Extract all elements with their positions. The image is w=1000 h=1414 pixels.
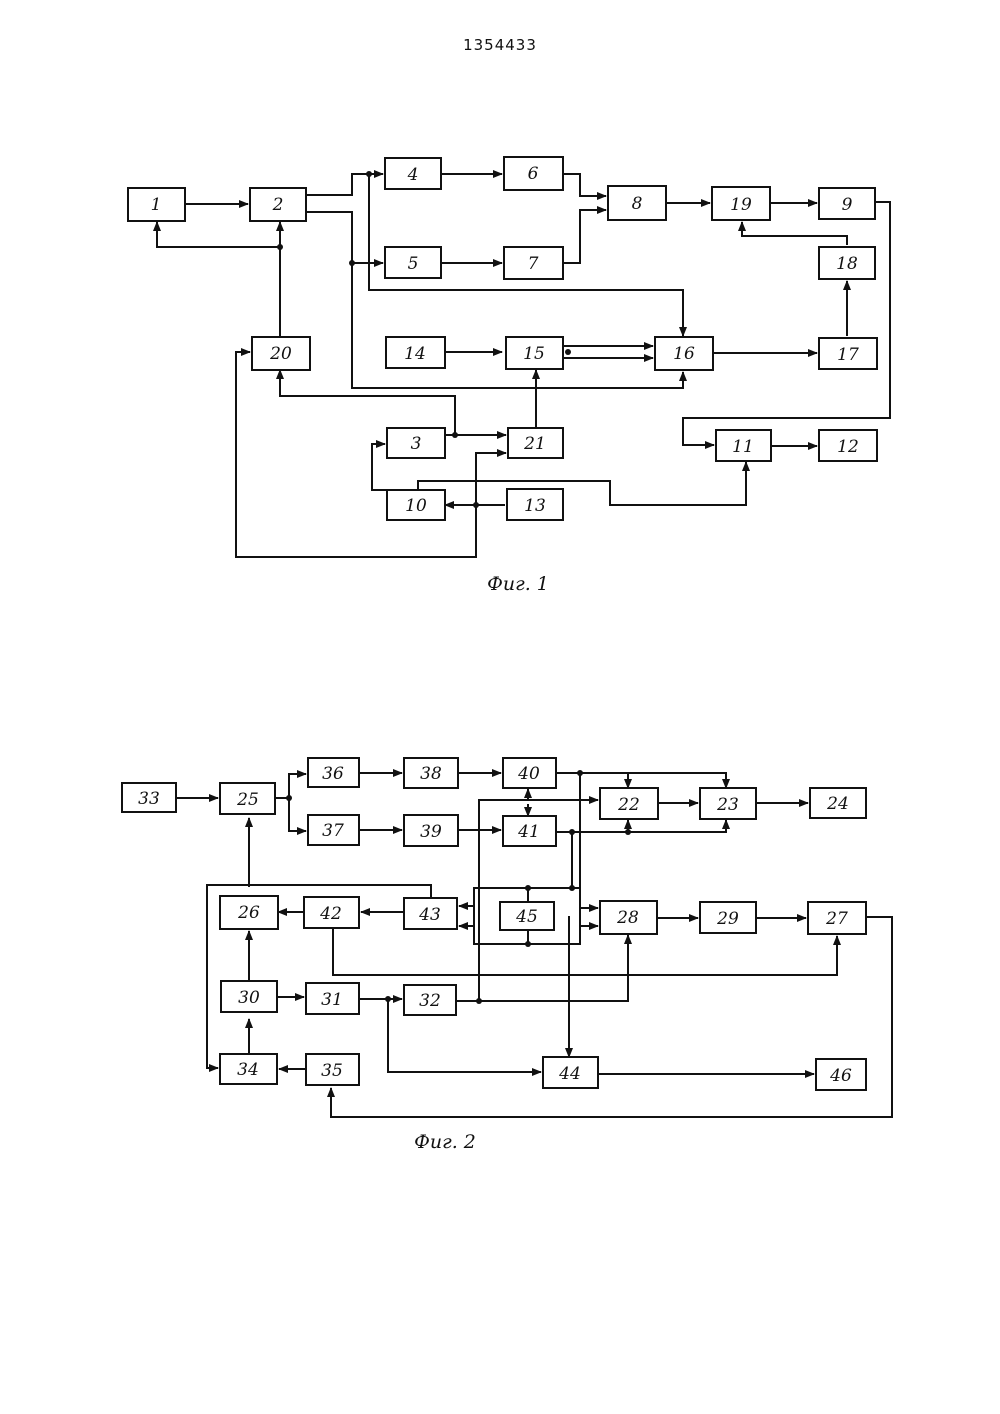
block-17: 17 bbox=[819, 338, 877, 369]
block-42: 42 bbox=[304, 897, 359, 928]
svg-text:4: 4 bbox=[407, 165, 419, 185]
svg-text:24: 24 bbox=[826, 794, 849, 814]
svg-text:30: 30 bbox=[238, 988, 260, 1008]
block-43: 43 bbox=[404, 898, 457, 929]
block-44: 44 bbox=[543, 1057, 598, 1088]
block-19: 19 bbox=[712, 187, 770, 220]
block-32: 32 bbox=[404, 985, 456, 1015]
block-12: 12 bbox=[819, 430, 877, 461]
block-23: 23 bbox=[700, 788, 756, 819]
svg-text:46: 46 bbox=[829, 1066, 852, 1086]
svg-text:40: 40 bbox=[517, 764, 540, 784]
svg-text:18: 18 bbox=[836, 254, 858, 274]
block-1: 1 bbox=[128, 188, 185, 221]
svg-text:43: 43 bbox=[418, 905, 441, 925]
svg-text:36: 36 bbox=[322, 764, 344, 784]
svg-text:3: 3 bbox=[411, 434, 422, 454]
block-11: 11 bbox=[716, 430, 771, 461]
svg-text:16: 16 bbox=[673, 344, 695, 364]
svg-text:15: 15 bbox=[523, 344, 545, 364]
figure-2-caption: Фиг. 2 bbox=[414, 1131, 476, 1153]
block-26: 26 bbox=[220, 896, 278, 929]
block-7: 7 bbox=[504, 247, 563, 279]
svg-text:17: 17 bbox=[837, 345, 859, 365]
block-36: 36 bbox=[308, 758, 359, 787]
block-5: 5 bbox=[385, 247, 441, 278]
block-28: 28 bbox=[600, 901, 657, 934]
block-14: 14 bbox=[386, 337, 445, 368]
block-35: 35 bbox=[306, 1054, 359, 1085]
block-22: 22 bbox=[600, 788, 658, 819]
block-9: 9 bbox=[819, 188, 875, 219]
block-34: 34 bbox=[220, 1054, 277, 1084]
svg-text:37: 37 bbox=[322, 821, 344, 841]
svg-text:29: 29 bbox=[716, 909, 739, 929]
svg-text:7: 7 bbox=[528, 254, 539, 274]
svg-text:34: 34 bbox=[237, 1060, 259, 1080]
block-39: 39 bbox=[404, 815, 458, 846]
block-21: 21 bbox=[508, 428, 563, 458]
svg-text:41: 41 bbox=[517, 822, 540, 842]
block-2: 2 bbox=[250, 188, 306, 221]
block-37: 37 bbox=[308, 815, 359, 845]
svg-text:13: 13 bbox=[524, 496, 546, 516]
svg-text:10: 10 bbox=[405, 496, 427, 516]
svg-text:42: 42 bbox=[319, 904, 342, 924]
block-3: 3 bbox=[387, 428, 445, 458]
block-13: 13 bbox=[507, 489, 563, 520]
block-30: 30 bbox=[221, 981, 277, 1012]
block-29: 29 bbox=[700, 902, 756, 933]
svg-text:22: 22 bbox=[617, 795, 640, 815]
block-38: 38 bbox=[404, 758, 458, 788]
svg-text:45: 45 bbox=[515, 907, 538, 927]
figure-1-caption: Фиг. 1 bbox=[487, 573, 549, 595]
block-20: 20 bbox=[252, 337, 310, 370]
block-6: 6 bbox=[504, 157, 563, 190]
svg-text:20: 20 bbox=[269, 344, 292, 364]
svg-text:6: 6 bbox=[528, 164, 539, 184]
svg-text:23: 23 bbox=[716, 795, 739, 815]
svg-text:35: 35 bbox=[321, 1061, 343, 1081]
block-18: 18 bbox=[819, 247, 875, 279]
block-10: 10 bbox=[387, 490, 445, 520]
svg-text:19: 19 bbox=[730, 195, 752, 215]
svg-text:12: 12 bbox=[837, 437, 859, 457]
block-27: 27 bbox=[808, 902, 866, 934]
svg-text:27: 27 bbox=[825, 909, 848, 929]
block-25: 25 bbox=[220, 783, 275, 814]
block-33: 33 bbox=[122, 783, 176, 812]
svg-text:8: 8 bbox=[632, 194, 643, 214]
svg-text:26: 26 bbox=[237, 903, 260, 923]
svg-text:31: 31 bbox=[321, 990, 343, 1010]
svg-text:2: 2 bbox=[272, 195, 284, 215]
svg-text:21: 21 bbox=[523, 434, 546, 454]
svg-text:44: 44 bbox=[558, 1064, 581, 1084]
svg-text:25: 25 bbox=[236, 790, 259, 810]
block-40: 40 bbox=[503, 758, 556, 788]
svg-text:28: 28 bbox=[616, 908, 639, 928]
svg-text:1: 1 bbox=[151, 195, 162, 215]
svg-text:9: 9 bbox=[842, 195, 853, 215]
block-8: 8 bbox=[608, 186, 666, 220]
block-15: 15 bbox=[506, 337, 563, 369]
block-24: 24 bbox=[810, 788, 866, 818]
svg-text:32: 32 bbox=[419, 991, 441, 1011]
svg-text:38: 38 bbox=[420, 764, 442, 784]
block-45: 45 bbox=[500, 902, 554, 930]
figure-2: 22 23 24 25 26 27 28 29 30 31 32 33 34 3… bbox=[122, 758, 892, 1153]
block-31: 31 bbox=[306, 983, 359, 1014]
svg-text:33: 33 bbox=[138, 789, 160, 809]
block-4: 4 bbox=[385, 158, 441, 189]
svg-text:11: 11 bbox=[732, 437, 754, 457]
svg-text:39: 39 bbox=[420, 822, 442, 842]
svg-text:14: 14 bbox=[404, 344, 426, 364]
block-41: 41 bbox=[503, 816, 556, 846]
block-46: 46 bbox=[816, 1059, 866, 1090]
svg-text:5: 5 bbox=[408, 254, 419, 274]
figure-1: 1 2 3 4 5 6 7 8 9 10 11 12 13 14 15 16 1… bbox=[128, 157, 890, 595]
block-16: 16 bbox=[655, 337, 713, 370]
